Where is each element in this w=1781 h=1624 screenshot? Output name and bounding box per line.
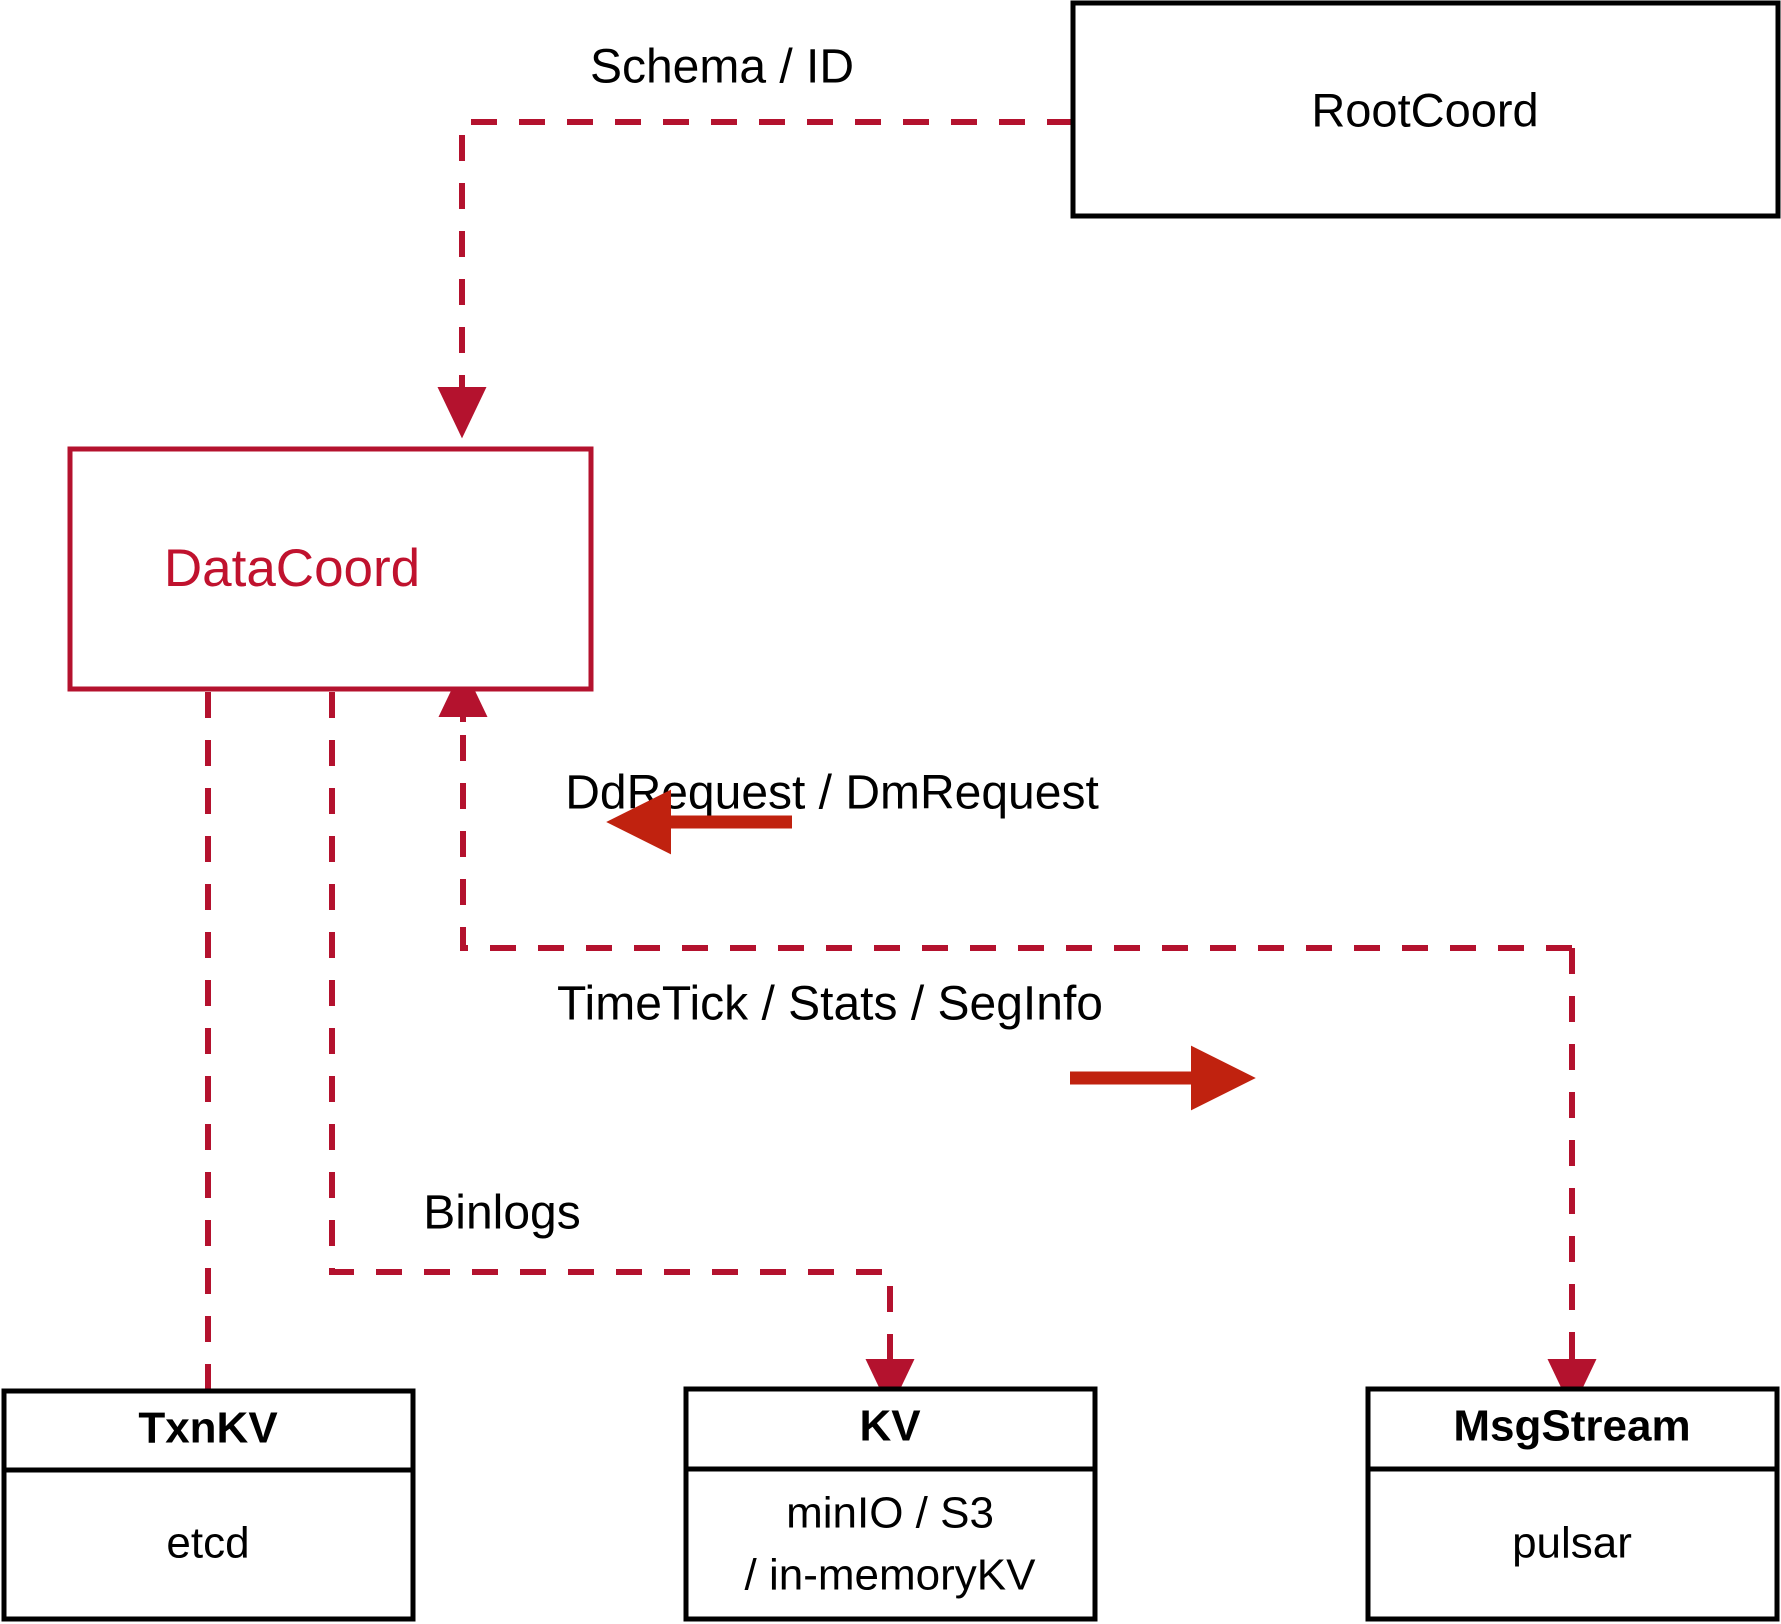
- edge-label-schema-id: Schema / ID: [590, 41, 854, 94]
- node-datacoord-box[interactable]: [67, 446, 594, 692]
- node-kv-box[interactable]: [683, 1386, 1098, 1622]
- node-txnkv-box[interactable]: [1, 1388, 416, 1622]
- edge-label-ddrequest-dmrequest: DdRequest / DmRequest: [565, 767, 1099, 820]
- node-msgstream[interactable]: MsgStream pulsar: [1365, 1386, 1780, 1622]
- edge-label-binlogs: Binlogs: [423, 1187, 580, 1240]
- edge-ddrequest-path: [460, 722, 1572, 951]
- edge-schema-id-path: [459, 119, 1073, 375]
- edge-timetick-stats-seginfo: TimeTick / Stats / SegInfo: [557, 948, 1597, 1411]
- edge-ddrequest-dmrequest: DdRequest / DmRequest: [438, 665, 1572, 951]
- node-datacoord[interactable]: DataCoord: [67, 446, 594, 692]
- node-txnkv-title: TxnKV: [138, 1404, 278, 1453]
- edge-binlogs: Binlogs: [329, 692, 915, 1411]
- node-kv-impl-line2: / in-memoryKV: [745, 1551, 1037, 1600]
- node-txnkv[interactable]: TxnKV etcd: [1, 1388, 416, 1622]
- node-txnkv-impl: etcd: [166, 1519, 249, 1568]
- node-datacoord-label: DataCoord: [164, 539, 420, 598]
- node-rootcoord-label: RootCoord: [1311, 83, 1538, 136]
- node-rootcoord[interactable]: RootCoord: [1070, 0, 1781, 219]
- edge-binlogs-path: [329, 692, 893, 1350]
- node-msgstream-box[interactable]: [1365, 1386, 1780, 1622]
- node-kv-title: KV: [859, 1402, 921, 1451]
- node-kv-impl-line1: minIO / S3: [786, 1489, 994, 1538]
- edge-label-timetick-stats-seginfo: TimeTick / Stats / SegInfo: [557, 978, 1103, 1031]
- node-msgstream-title: MsgStream: [1453, 1402, 1690, 1451]
- node-rootcoord-box[interactable]: [1070, 0, 1781, 219]
- edge-schema-id: Schema / ID: [437, 41, 1073, 439]
- node-kv[interactable]: KV minIO / S3 / in-memoryKV: [683, 1386, 1098, 1622]
- node-msgstream-impl: pulsar: [1512, 1519, 1632, 1568]
